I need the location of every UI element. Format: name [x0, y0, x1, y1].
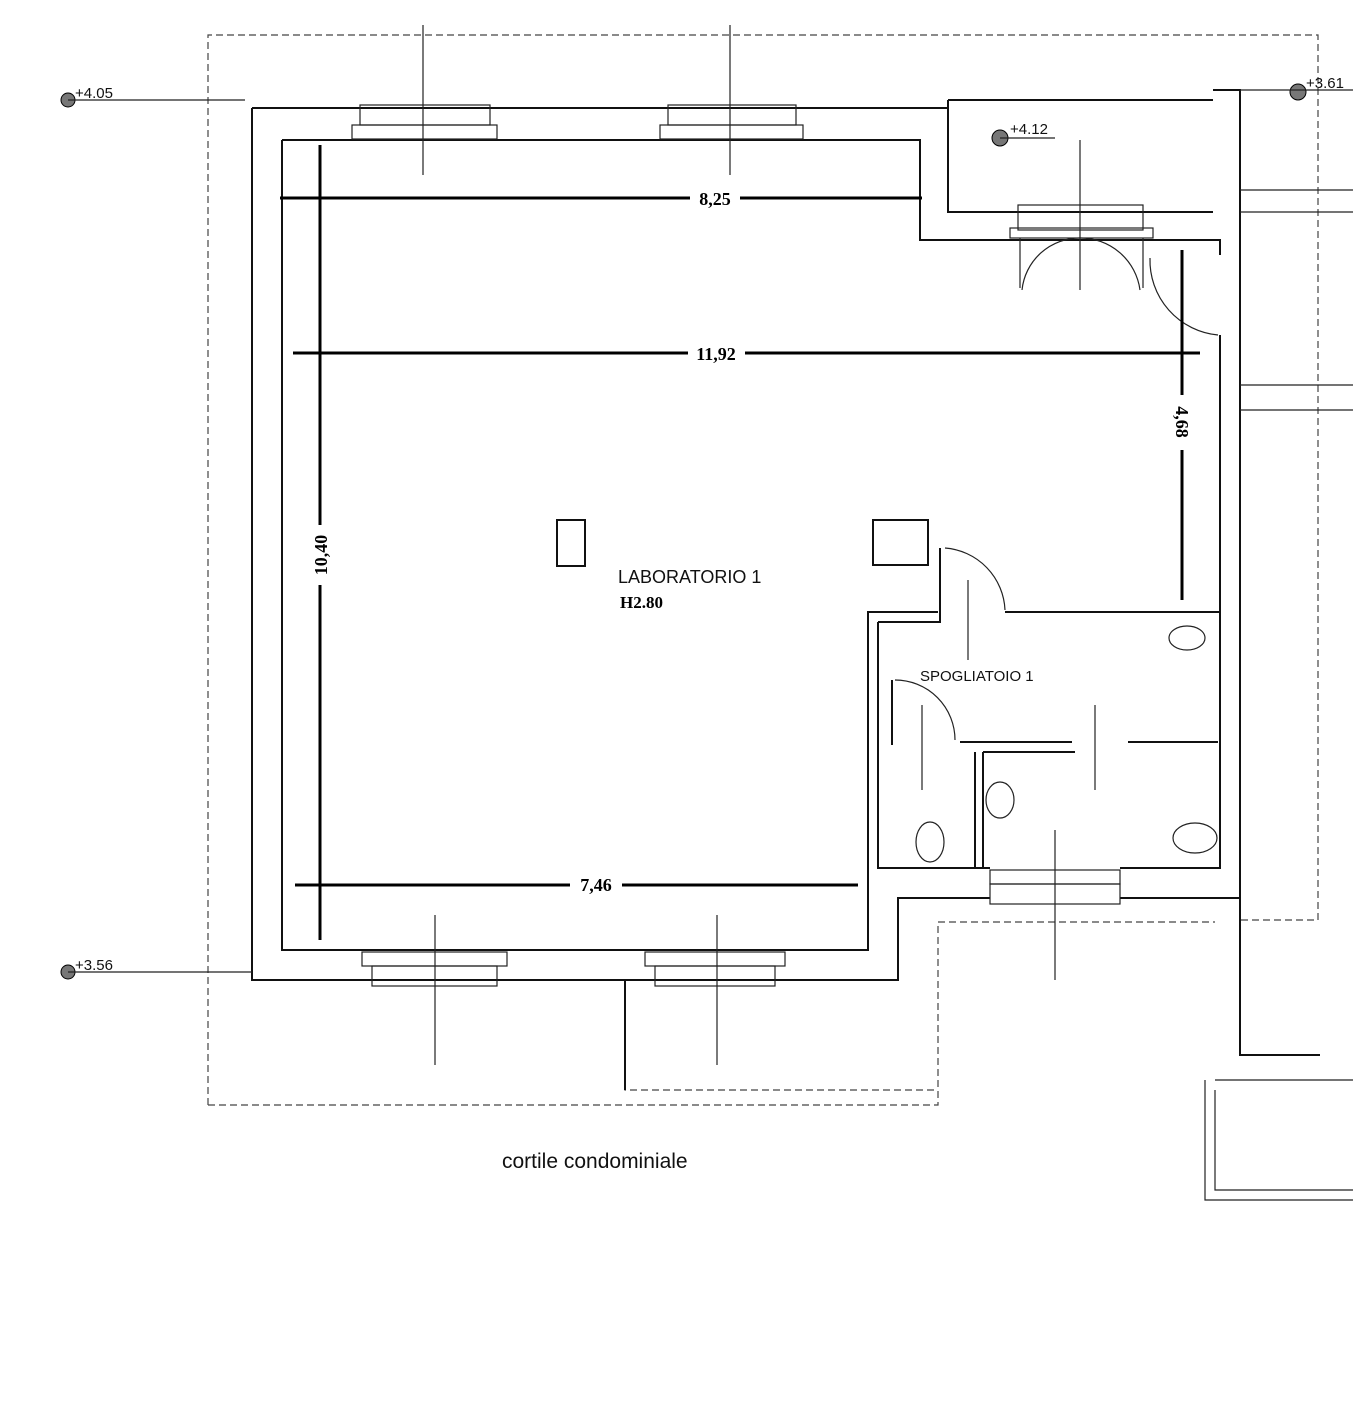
- changing-room-walls: [877, 548, 1218, 869]
- dimension-right: 4,68: [1172, 406, 1192, 438]
- room-height: H2.80: [620, 593, 663, 612]
- elevation-marker-nw: [60, 92, 245, 108]
- window-top-2: [659, 104, 804, 140]
- room-label-lab: LABORATORIO 1: [618, 567, 761, 587]
- right-walls: [1204, 189, 1353, 1201]
- door-swing-wc: [894, 679, 956, 790]
- courtyard-label: cortile condominiale: [502, 1150, 688, 1173]
- sink-icon: [1168, 625, 1206, 651]
- outer-wall: [251, 107, 1320, 1090]
- sink-icon-2: [985, 781, 1015, 819]
- terrace-boundary: [624, 985, 938, 1091]
- toilet-icon: [915, 821, 945, 863]
- elevation-nw: +4.05: [75, 85, 113, 102]
- toilet-icon-2: [1172, 822, 1218, 854]
- dimension-left: 10,40: [311, 535, 331, 576]
- elevation-sw: +3.56: [75, 957, 113, 974]
- elevation-marker-sw: [60, 964, 252, 980]
- room-label-spogliatoio: SPOGLIATOIO 1: [920, 668, 1034, 685]
- elevation-marker-terrace: [991, 129, 1055, 147]
- dimension-mid: 11,92: [696, 344, 736, 364]
- pillar-2: [872, 519, 929, 566]
- window-top-1: [351, 104, 498, 140]
- window-bottom-2: [644, 951, 786, 987]
- property-boundary: [207, 34, 1319, 1106]
- elevation-marker-ne: [1240, 83, 1353, 101]
- inner-wall: [281, 139, 1221, 951]
- door-swing-spogliatoio: [944, 547, 1006, 660]
- axis-lines: [422, 25, 1081, 1065]
- french-door: [1009, 204, 1154, 291]
- pillar-1: [556, 519, 586, 567]
- dimension-bottom: 7,46: [580, 875, 612, 895]
- door-swing-terrace: [1149, 257, 1219, 336]
- dimension-top: 8,25: [699, 189, 731, 209]
- elevation-terrace: +4.12: [1010, 121, 1048, 138]
- elevation-ne: +3.61: [1306, 75, 1344, 92]
